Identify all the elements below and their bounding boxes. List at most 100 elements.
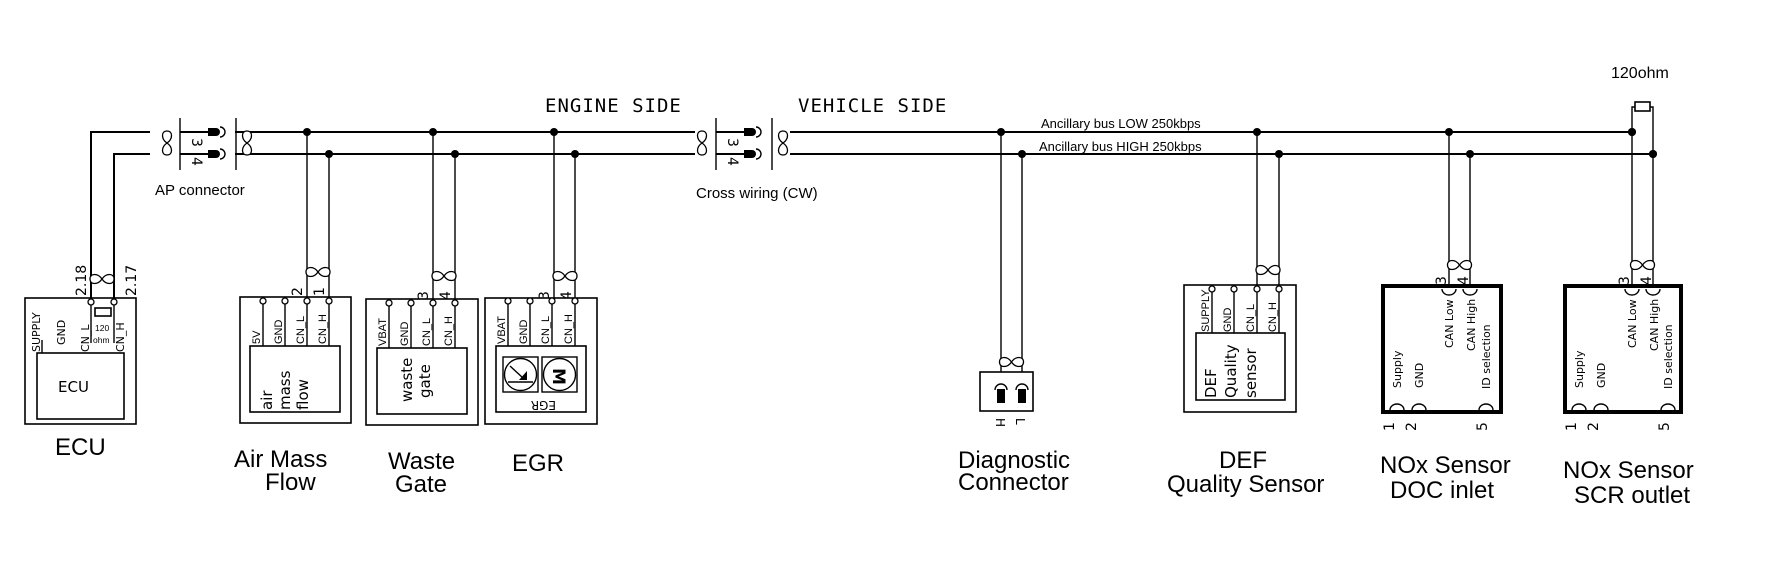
egr-title: EGR [512,450,564,477]
amf-pin-cn-h: CN_H [317,314,329,344]
scr-pin-id-selection: ID selection [1662,324,1675,389]
egr-valve[interactable]: 3 4 VBAT GND CN_L CN_H M [484,128,598,477]
scr-pin-can-high: CAN High [1648,299,1661,351]
egr-pin-cn-h: CN_H [563,314,575,344]
twist-icon [1255,264,1281,276]
resistor-icon [1634,101,1651,112]
def-title-line2: Quality Sensor [1167,471,1324,498]
def-pin-gnd: GND [1222,308,1234,333]
amf-pin-cn-l: CN_L [295,316,307,344]
amf-inner-line1: air [258,390,276,410]
twist-icon [552,270,578,282]
twist-icon [998,356,1025,368]
male-pin-icon [208,126,226,160]
wg-title-line2: Gate [395,471,447,498]
def-pin-cn-h: CN_H [1267,302,1279,332]
ecu-module[interactable]: 2.18 2.17 SUPPLY GND CN_L CN_H 120 ohm E… [24,265,140,461]
egr-pin-gnd: GND [518,320,530,345]
doc-pin-can-high: CAN High [1465,299,1478,351]
egr-inner-label: EGR [531,398,556,412]
diag-title-line2: Connector [958,469,1069,496]
wg-pin-4: 4 [438,291,454,300]
egr-pin-vbat: VBAT [496,316,508,344]
scr-pin-2: 2 [1586,422,1602,431]
ecu-title: ECU [55,434,106,461]
cw-pin-3: 3 [724,138,740,147]
diag-pin-h: H [993,418,1007,427]
doc-pin-2: 2 [1404,422,1420,431]
twist-icon [89,273,115,285]
can-bus-low-wire [90,131,1632,305]
motor-icon: M [541,356,578,393]
can-bus-high-wire [113,153,1653,305]
ecu-pin-supply: SUPPLY [30,312,43,352]
scr-title-line1: NOx Sensor [1563,457,1694,484]
wg-pin-cn-l: CN_L [421,318,433,346]
scr-pin-supply: Supply [1573,350,1586,388]
ecu-pin-2-18: 2.18 [74,265,90,296]
ecu-pin-cn-l: CN_L [79,324,92,352]
vehicle-side-label: VEHICLE SIDE [798,95,947,117]
def-title-line1: DEF [1219,447,1267,474]
amf-title-line1: Air Mass [234,446,327,473]
scr-pin-3: 3 [1617,276,1633,285]
male-pin-icon [744,126,762,160]
egr-pin-3: 3 [537,291,553,300]
ap-connector[interactable]: 3 4 AP connector [150,118,253,199]
wg-pin-gnd: GND [399,322,411,347]
doc-title-line1: NOx Sensor [1380,452,1511,479]
ecu-pin-cn-h: CN_H [114,322,127,352]
amf-title-line2: Flow [265,469,316,496]
twist-icon [431,270,457,282]
motor-symbol: M [548,368,568,385]
amf-pin-gnd: GND [273,320,285,345]
diag-title-line1: Diagnostic [958,447,1070,474]
ecu-resistor-unit: ohm [93,335,110,345]
doc-title-line2: DOC inlet [1390,477,1494,504]
amf-pin-lines [259,297,333,346]
cross-wiring-label: Cross wiring (CW) [696,185,818,202]
def-pin-cn-l: CN_L [1245,304,1257,332]
amf-inner-line2: mass [276,370,294,410]
amf-pin-1: 1 [312,287,328,296]
air-mass-flow-sensor[interactable]: 2 1 5V GND CN_L CN_H air mass flow Air M… [234,128,352,496]
ap-pin-4: 4 [188,157,204,166]
scr-pin-1: 1 [1564,422,1580,431]
doc-pin-1: 1 [1382,422,1398,431]
ecu-resistor-value: 120 [95,323,109,333]
engine-side-label: ENGINE SIDE [545,95,682,117]
egr-pin-cn-l: CN_L [540,316,552,344]
def-inner-line1: DEF [1202,368,1220,398]
nox-sensor-scr-outlet[interactable]: 3 4 CAN Low CAN High Supply GND ID selec… [1563,128,1694,509]
wg-inner-line1: waste [398,358,416,402]
ecu-pin-gnd: GND [55,320,68,345]
cross-wiring-connector[interactable]: 3 4 Cross wiring (CW) [695,118,818,202]
wg-pin-cn-h: CN_H [443,316,455,346]
doc-pin-3: 3 [1434,276,1450,285]
waste-gate-actuator[interactable]: 3 4 VBAT GND CN_L CN_H waste gate Waste … [365,128,479,498]
def-quality-sensor[interactable]: SUPPLY GND CN_L CN_H DEF Quality sensor … [1167,128,1324,498]
scr-pin-gnd: GND [1595,363,1608,388]
twist-icon [1629,259,1656,271]
nox-sensor-doc-inlet[interactable]: 3 4 CAN Low CAN High Supply GND ID selec… [1380,128,1511,504]
doc-pin-5: 5 [1475,422,1491,431]
scr-pin-can-low: CAN Low [1626,299,1639,348]
bus-low-label: Ancillary bus LOW 250kbps [1041,116,1201,131]
amf-pin-5v: 5V [251,330,263,344]
diagnostic-connector[interactable]: H L Diagnostic Connector [958,128,1070,496]
doc-pin-4: 4 [1456,276,1472,285]
twist-icon [241,130,253,156]
def-inner-line2: Quality [1222,344,1240,398]
diag-pin-l: L [1013,418,1027,425]
ap-connector-label: AP connector [155,182,245,199]
amf-pin-2: 2 [290,287,306,296]
scr-pin-5: 5 [1657,422,1673,431]
cw-pin-4: 4 [724,157,740,166]
socket-pin-icon [994,383,1029,403]
twist-icon [1446,259,1473,271]
wg-inner-line2: gate [416,364,434,398]
def-inner-line3: sensor [1242,347,1260,398]
resistor-icon [94,307,112,317]
ecu-inner-label: ECU [58,378,89,396]
